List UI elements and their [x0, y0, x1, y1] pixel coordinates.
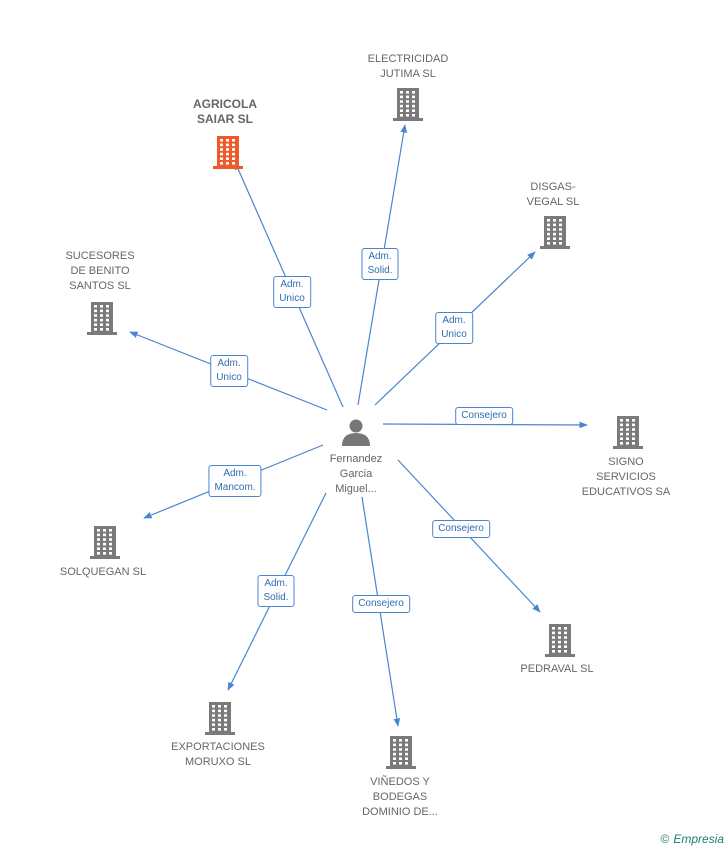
relation-badge-line: Adm. — [223, 468, 247, 479]
building-icon[interactable] — [386, 736, 416, 769]
company-label-line: ELECTRICIDAD — [367, 53, 449, 65]
company-label-line: DE BENITO — [70, 265, 130, 277]
company-label-line: JUTIMA SL — [380, 68, 436, 80]
building-icon[interactable] — [213, 136, 243, 169]
company-label-electricidad[interactable]: ELECTRICIDAD JUTIMA SL — [368, 52, 449, 82]
relation-badge-line: Adm. — [442, 315, 466, 326]
company-label-line: SANTOS SL — [69, 280, 131, 292]
relation-badge-agricola[interactable]: Adm. Unico — [273, 276, 311, 308]
building-icon[interactable] — [87, 302, 117, 335]
person-icon[interactable] — [342, 419, 370, 447]
building-icon[interactable] — [540, 216, 570, 249]
relation-badge-solquegan[interactable]: Adm. Mancom. — [208, 465, 262, 497]
company-label-line: SAIAR SL — [196, 112, 253, 126]
company-label-line: DISGAS- — [530, 181, 576, 193]
relation-badge-line: Consejero — [358, 598, 404, 609]
company-label-line: SERVICIOS — [596, 471, 656, 483]
relation-badge-line: Solid. — [367, 265, 393, 276]
relation-badge-electricidad[interactable]: Adm. Solid. — [361, 248, 399, 280]
company-label-line: EXPORTACIONES — [171, 741, 265, 753]
company-label-line: VIÑEDOS Y — [370, 776, 430, 788]
relation-badge-line: Consejero — [438, 523, 484, 534]
brand-name: Empresia — [673, 832, 724, 846]
copyright-icon: © — [660, 832, 670, 846]
brand-logo[interactable]: ©Empresia — [660, 832, 724, 846]
relation-badge-line: Adm. — [264, 578, 288, 589]
person-name-line: Garcia — [339, 468, 373, 480]
company-label-line: PEDRAVAL SL — [520, 663, 594, 675]
company-label-line: EDUCATIVOS SA — [581, 486, 671, 498]
relation-badge-line: Adm. — [217, 358, 241, 369]
relation-badge-line: Unico — [216, 372, 242, 383]
building-icon[interactable] — [90, 526, 120, 559]
company-label-disgas[interactable]: DISGAS- VEGAL SL — [527, 180, 580, 210]
company-label-exportaciones[interactable]: EXPORTACIONES MORUXO SL — [171, 740, 265, 770]
relation-badge-line: Solid. — [263, 592, 289, 603]
relation-badge-line: Unico — [279, 293, 305, 304]
person-name-line: Miguel... — [335, 483, 377, 495]
company-label-sucesores[interactable]: SUCESORES DE BENITO SANTOS SL — [65, 249, 134, 294]
company-label-line: AGRICOLA — [193, 97, 257, 111]
relation-badge-signo[interactable]: Consejero — [455, 407, 513, 425]
building-icon[interactable] — [545, 624, 575, 657]
company-label-line: SOLQUEGAN SL — [59, 566, 147, 578]
company-label-line: BODEGAS — [372, 791, 428, 803]
building-icon[interactable] — [393, 88, 423, 121]
person-name-line: Fernandez — [329, 453, 383, 465]
company-label-line: DOMINIO DE... — [362, 806, 438, 818]
company-label-line: SUCESORES — [65, 250, 135, 262]
company-label-vinedos[interactable]: VIÑEDOS Y BODEGAS DOMINIO DE... — [362, 775, 438, 820]
relation-badge-vinedos[interactable]: Consejero — [352, 595, 410, 613]
relation-badge-line: Consejero — [461, 410, 507, 421]
relation-badge-line: Unico — [441, 329, 467, 340]
company-label-pedraval[interactable]: PEDRAVAL SL — [520, 662, 593, 677]
building-icon[interactable] — [205, 702, 235, 735]
building-icon[interactable] — [613, 416, 643, 449]
company-label-line: SIGNO — [608, 456, 644, 468]
relation-badge-sucesores[interactable]: Adm. Unico — [210, 355, 248, 387]
company-label-line: MORUXO SL — [184, 756, 252, 768]
relation-badge-exportaciones[interactable]: Adm. Solid. — [257, 575, 295, 607]
relation-badge-pedraval[interactable]: Consejero — [432, 520, 490, 538]
company-label-solquegan[interactable]: SOLQUEGAN SL — [60, 565, 146, 580]
relation-badge-disgas[interactable]: Adm. Unico — [435, 312, 473, 344]
company-label-line: VEGAL SL — [526, 196, 580, 208]
relation-badge-line: Adm. — [280, 279, 304, 290]
company-label-signo[interactable]: SIGNO SERVICIOS EDUCATIVOS SA — [582, 455, 670, 500]
relation-badge-line: Adm. — [368, 251, 392, 262]
relation-badge-line: Mancom. — [214, 482, 256, 493]
